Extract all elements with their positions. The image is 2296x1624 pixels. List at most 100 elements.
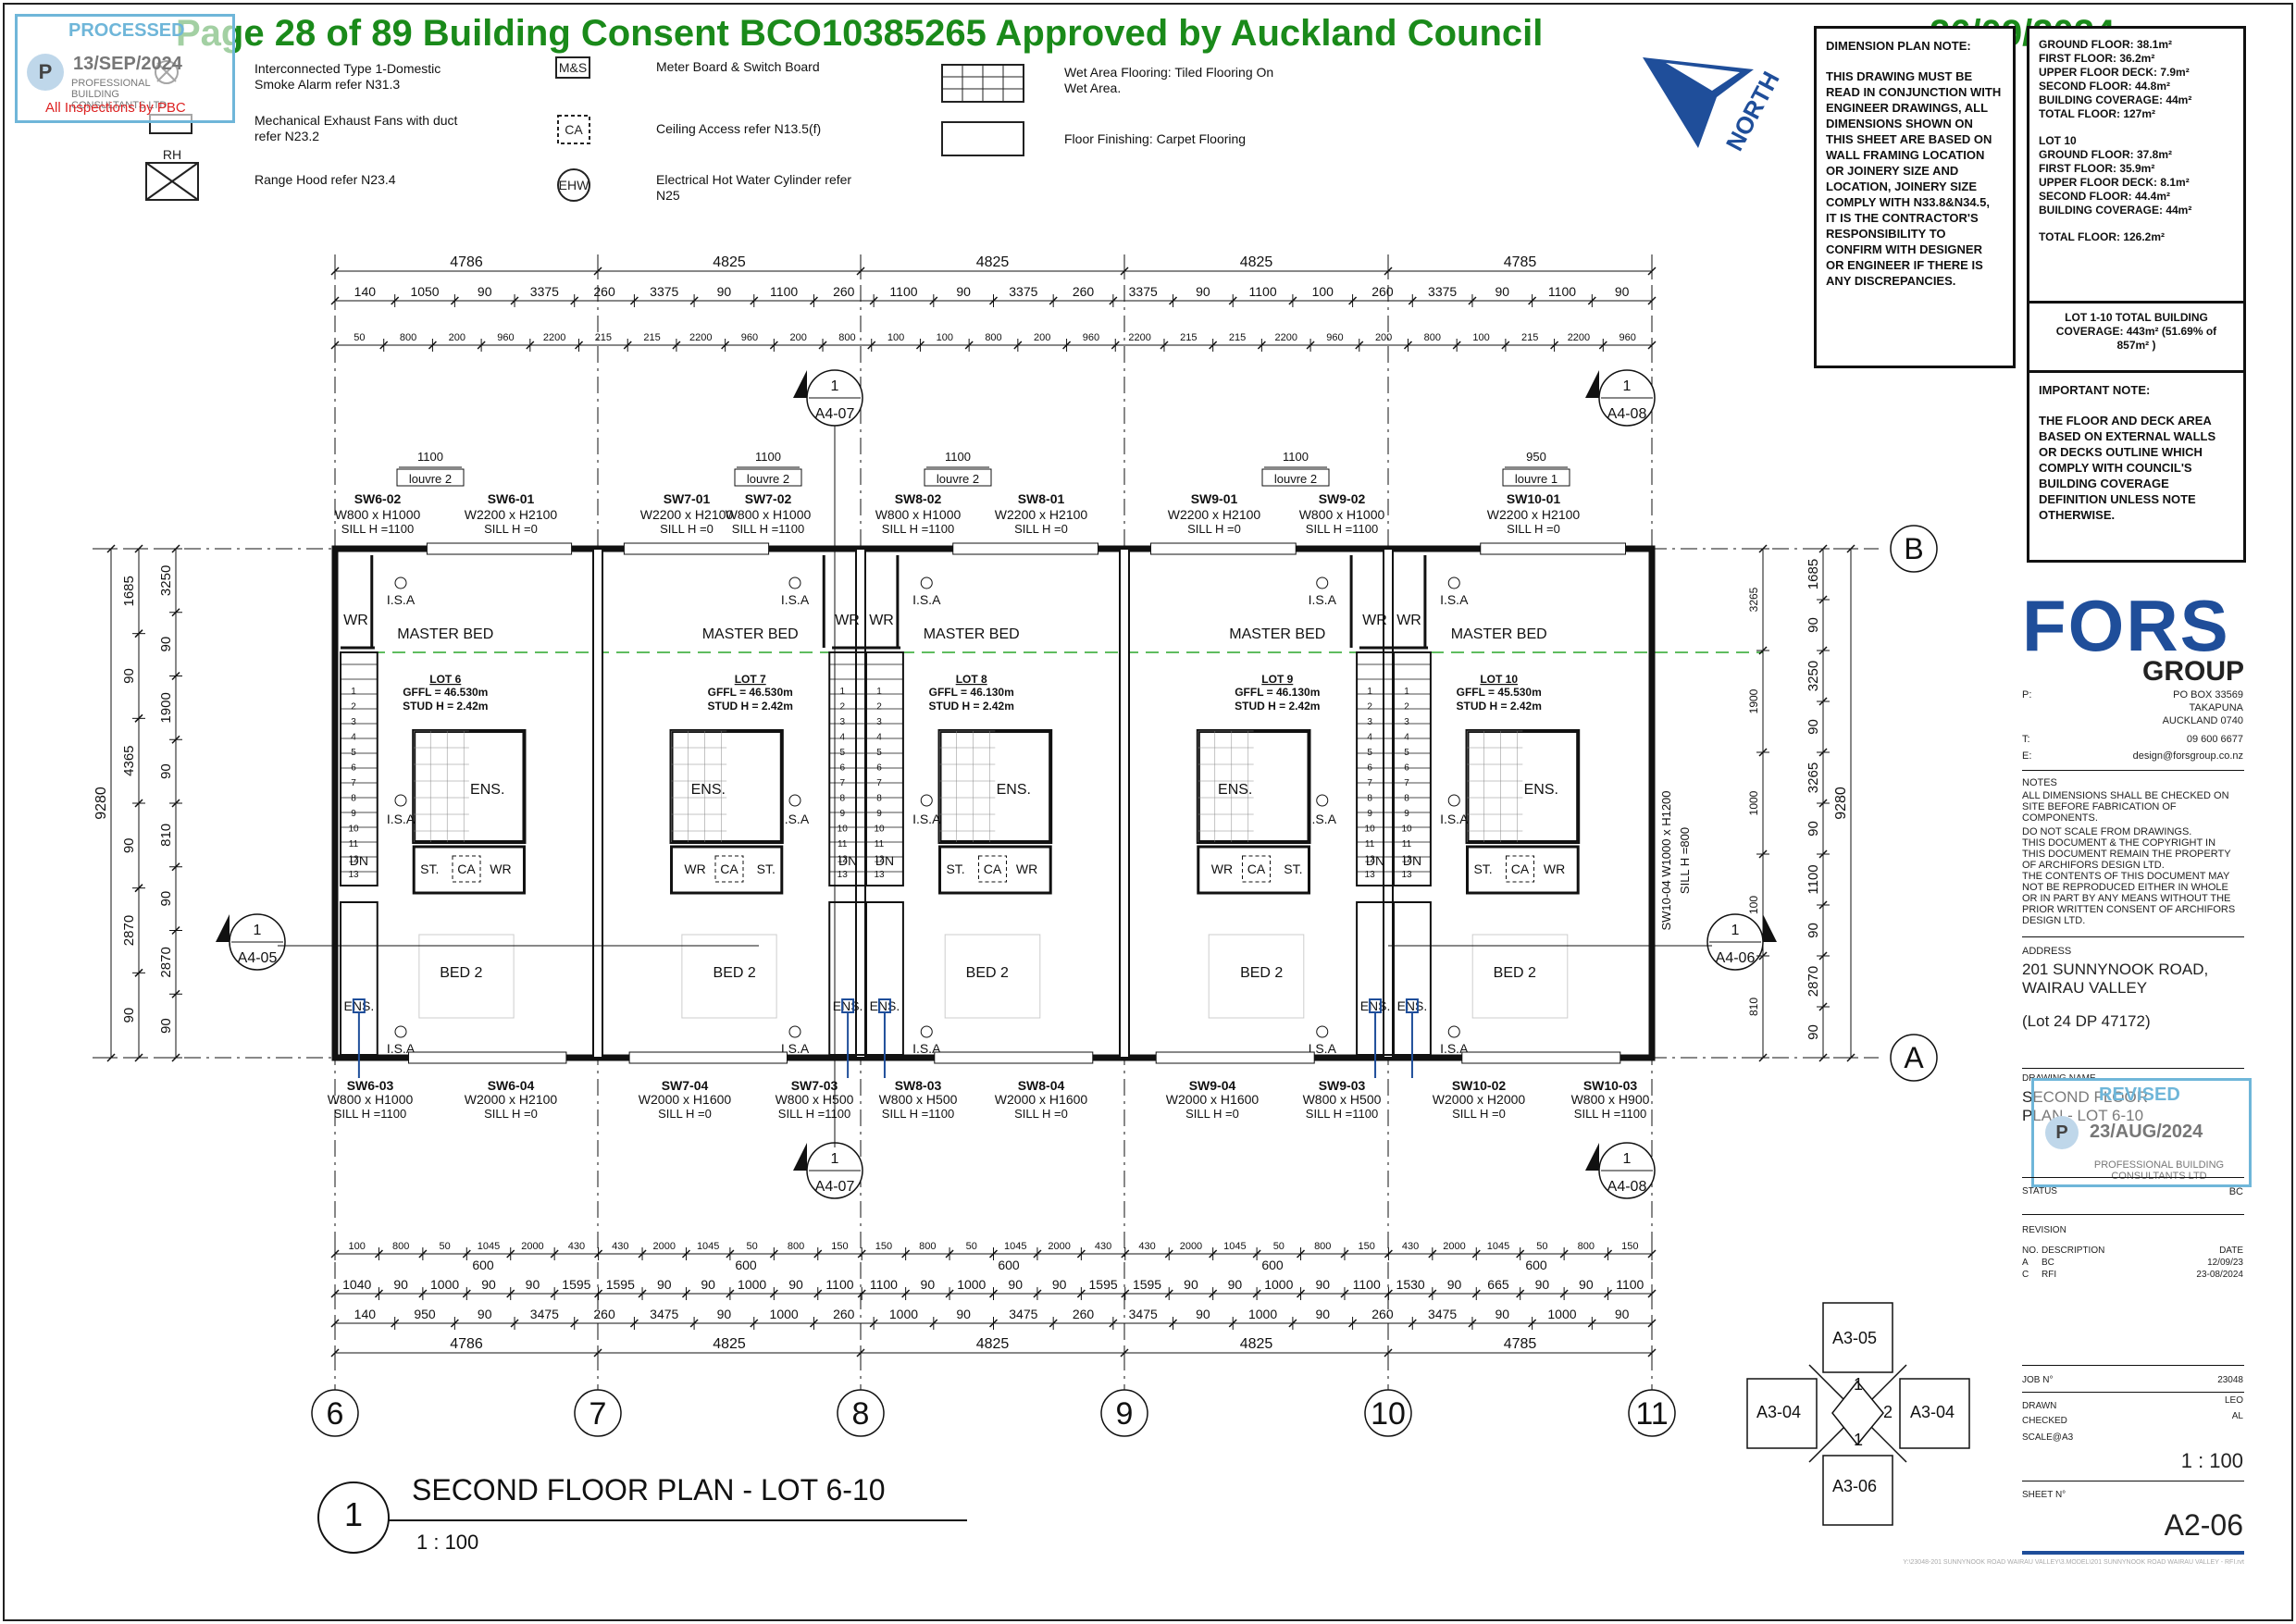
stair-step-number: 1 <box>351 687 356 697</box>
dimension-text: 90 <box>121 668 137 684</box>
key-plan-left: A3-04 <box>1756 1403 1802 1421</box>
window-tag-sill: SILL H =1100 <box>334 1107 406 1121</box>
dimension-text: 50 <box>746 1241 757 1252</box>
smoke-alarm-label: I.S.A <box>781 1041 810 1056</box>
window-tag-id: SW8-02 <box>895 491 942 506</box>
dimension-tick <box>1111 341 1120 350</box>
dimension-text: 960 <box>741 332 758 343</box>
dimension-text: 100 <box>1747 896 1760 914</box>
dimension-text: 150 <box>1621 1241 1638 1252</box>
rule <box>2022 936 2244 937</box>
dimension-text: 90 <box>158 1018 174 1034</box>
window-tag-id: SW8-01 <box>1018 491 1065 506</box>
dimension-text: 1100 <box>1806 864 1821 894</box>
stair-step-number: 8 <box>1367 794 1372 804</box>
dimension-tick <box>1121 1289 1130 1298</box>
company-po-box: PO BOX 33569 <box>2173 689 2243 700</box>
dimension-text: 1000 <box>889 1307 918 1321</box>
company-email[interactable]: design@forsgroup.co.nz <box>2132 750 2243 762</box>
stair-step-number: 3 <box>351 717 356 727</box>
window-tag-id: SW10-03 <box>1583 1078 1638 1093</box>
dimension-text: 1595 <box>1089 1277 1118 1292</box>
stair-step-number: 1 <box>1367 687 1372 697</box>
stair-step-number: 8 <box>351 794 356 804</box>
window-tag-id: SW7-01 <box>664 491 711 506</box>
dimension-tick <box>1403 341 1413 350</box>
dimension-tick <box>1758 748 1768 757</box>
dimension-tick <box>510 296 519 305</box>
stair-step-number: 5 <box>839 748 845 758</box>
dimension-tick <box>1758 646 1768 655</box>
dimension-text: 1000 <box>430 1277 459 1292</box>
section-marker-arrow <box>793 1143 807 1171</box>
dimension-text: 90 <box>657 1277 672 1292</box>
louvre-box <box>1261 468 1330 487</box>
company-city: AUCKLAND 0740 <box>2162 715 2243 726</box>
stair-step-number: 11 <box>875 839 885 849</box>
window <box>1480 542 1626 555</box>
dimension-text: 1000 <box>1264 1277 1293 1292</box>
stair-step-number: 12 <box>1365 855 1376 865</box>
dimension-tick <box>672 341 681 350</box>
dimension-tick <box>988 1249 999 1258</box>
revision-row-date: 12/09/23 <box>2207 1258 2243 1268</box>
dimension-text: 150 <box>875 1241 892 1252</box>
dimension-text: 50 <box>439 1241 450 1252</box>
window <box>934 1051 1094 1064</box>
address-line2: WAIRAU VALLEY <box>2022 979 2148 997</box>
dimension-tick <box>1033 1249 1042 1258</box>
area-schedule: GROUND FLOOR: 38.1m² FIRST FLOOR: 36.2m²… <box>2027 26 2246 304</box>
dimension-tick <box>623 341 632 350</box>
ceiling-access-icon <box>714 855 744 883</box>
legend-meter-board: Meter Board & Switch Board <box>656 59 820 74</box>
dimension-tick <box>1164 1249 1173 1258</box>
dimension-tick <box>869 296 878 305</box>
lot-stud: STUD H = 2.42m <box>1457 700 1542 713</box>
dimension-text: 2000 <box>1180 1241 1202 1252</box>
dimension-text: 100 <box>1472 332 1489 343</box>
smoke-alarm-label: I.S.A <box>1309 1041 1337 1056</box>
dimension-text: 200 <box>1375 332 1392 343</box>
dimension-tick <box>1471 1249 1481 1258</box>
dimension-text: 665 <box>1487 1277 1509 1292</box>
room-st-label: ST. <box>946 862 964 876</box>
dimension-tick <box>450 1319 459 1328</box>
dimension-text: 2200 <box>1274 332 1297 343</box>
dimension-text: 3250 <box>158 565 174 596</box>
window-tag-id: SW9-03 <box>1319 1078 1366 1093</box>
dimension-text: 1595 <box>1133 1277 1161 1292</box>
dimension-text: 215 <box>1521 332 1538 343</box>
stair-step-number: 2 <box>1404 702 1409 713</box>
window-tag-size: W800 x H1000 <box>726 507 812 522</box>
bed-outline <box>418 934 515 1019</box>
stamp-org: PROFESSIONAL BUILDING CONSULTANTS LTD <box>71 78 168 111</box>
revision-row-desc: RFI <box>2042 1270 2057 1280</box>
revision-row-desc: BC <box>2042 1258 2054 1268</box>
dimension-tick <box>171 862 180 872</box>
section-marker-ref: A4-08 <box>1607 406 1647 422</box>
legend-ceiling-access: Ceiling Access refer N13.5(f) <box>656 121 822 136</box>
dimension-tick <box>374 1249 383 1258</box>
dimension-text: 90 <box>1315 1277 1330 1292</box>
stair-step-number: 9 <box>1404 809 1409 819</box>
dimension-tick <box>1468 1319 1477 1328</box>
revision-row-date: 23-08/2024 <box>2196 1270 2243 1280</box>
dimension-text: 90 <box>121 1008 137 1023</box>
window <box>628 1051 788 1064</box>
window-tag-sill: SILL H =0 <box>1507 522 1560 536</box>
stair-step-number: 6 <box>1404 763 1409 774</box>
dimension-text: 215 <box>595 332 612 343</box>
company-e-label: E: <box>2022 750 2032 762</box>
dimension-tick <box>813 1289 823 1298</box>
room-master-bed-label: MASTER BED <box>702 626 799 642</box>
dimension-text: 1685 <box>121 576 137 606</box>
dimension-text: 90 <box>1806 617 1821 633</box>
grid-bubble <box>837 1389 885 1437</box>
dimension-tick <box>1559 1289 1569 1298</box>
stair-dn-label: DN <box>1366 853 1384 868</box>
stair-step-number: 13 <box>348 870 359 880</box>
dimension-text: 1040 <box>342 1277 371 1292</box>
dimension-text: 90 <box>1535 1277 1550 1292</box>
dimension-text: 800 <box>1424 332 1441 343</box>
dimension-tick <box>1598 341 1607 350</box>
